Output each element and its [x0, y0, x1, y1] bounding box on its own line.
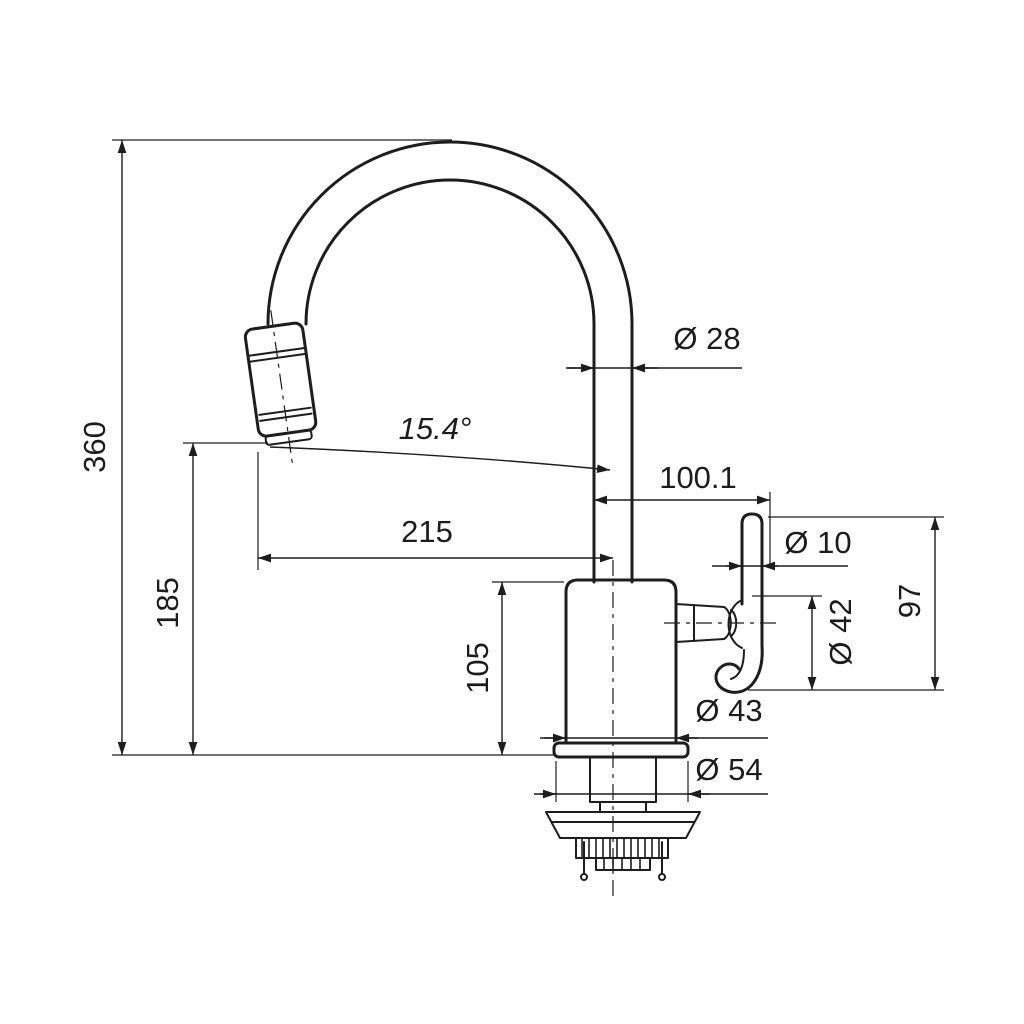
dimension-handle-offset-100-1: 100.1 — [594, 460, 771, 568]
handle-lever — [664, 512, 780, 694]
dimension-label-d54: Ø 54 — [695, 752, 762, 787]
handle-connector-bottom — [675, 638, 725, 643]
dimension-label-d42: Ø 42 — [823, 598, 858, 665]
dimension-label-d10: Ø 10 — [784, 525, 851, 560]
screw-end-right — [658, 873, 666, 881]
dimension-joint-diameter-42: Ø 42 — [752, 595, 858, 690]
faucet-body — [552, 578, 690, 759]
base-flange — [552, 741, 690, 759]
angle-reference-line — [269, 446, 611, 474]
thread-hatching — [581, 838, 660, 858]
lock-nut-hatching — [603, 858, 641, 870]
pullout-spray-head — [243, 310, 318, 463]
spray-head-centerline — [270, 310, 293, 463]
dimension-label-185: 185 — [150, 577, 185, 629]
dimension-base-diameter-54: Ø 54 — [534, 752, 768, 802]
dimension-label-360: 360 — [77, 421, 112, 473]
mounting-shank — [589, 756, 657, 803]
dimension-label-97: 97 — [892, 584, 927, 618]
dimension-overall-height-360: 360 — [77, 139, 556, 756]
dimension-spout-tube-diameter-28: Ø 28 — [566, 321, 742, 373]
screw-end-left — [580, 873, 588, 881]
dimension-outlet-height-185: 185 — [150, 442, 268, 755]
dimension-lever-diameter-10: Ø 10 — [712, 525, 852, 571]
body-contour — [564, 578, 678, 745]
dimension-label-105: 105 — [460, 642, 495, 694]
base-mounting-assembly — [545, 560, 701, 897]
dimension-label-d28: Ø 28 — [673, 321, 740, 356]
lock-nut — [595, 857, 651, 871]
lever-collar — [727, 599, 743, 649]
faucet-spout-gooseneck — [266, 140, 634, 584]
spout-outer-contour — [266, 140, 634, 584]
shank-step — [599, 801, 647, 813]
spout-inner-contour — [304, 178, 596, 584]
dimension-label-100-1: 100.1 — [659, 460, 737, 495]
dimension-spout-angle: 15.4° — [269, 411, 611, 474]
lever-blade — [714, 512, 764, 694]
dimension-body-height-105: 105 — [460, 581, 564, 755]
dimension-label-d43: Ø 43 — [695, 693, 762, 728]
dimension-handle-height-97: 97 — [748, 516, 944, 691]
dimension-spout-reach-215: 215 — [257, 452, 613, 570]
dimension-body-diameter-43: Ø 43 — [540, 693, 768, 743]
lever-hook-inner — [730, 649, 745, 680]
mounting-plate — [545, 811, 701, 839]
handle-connector-top — [675, 603, 725, 608]
dimension-label-angle: 15.4° — [399, 411, 472, 446]
dimension-label-215: 215 — [401, 514, 453, 549]
